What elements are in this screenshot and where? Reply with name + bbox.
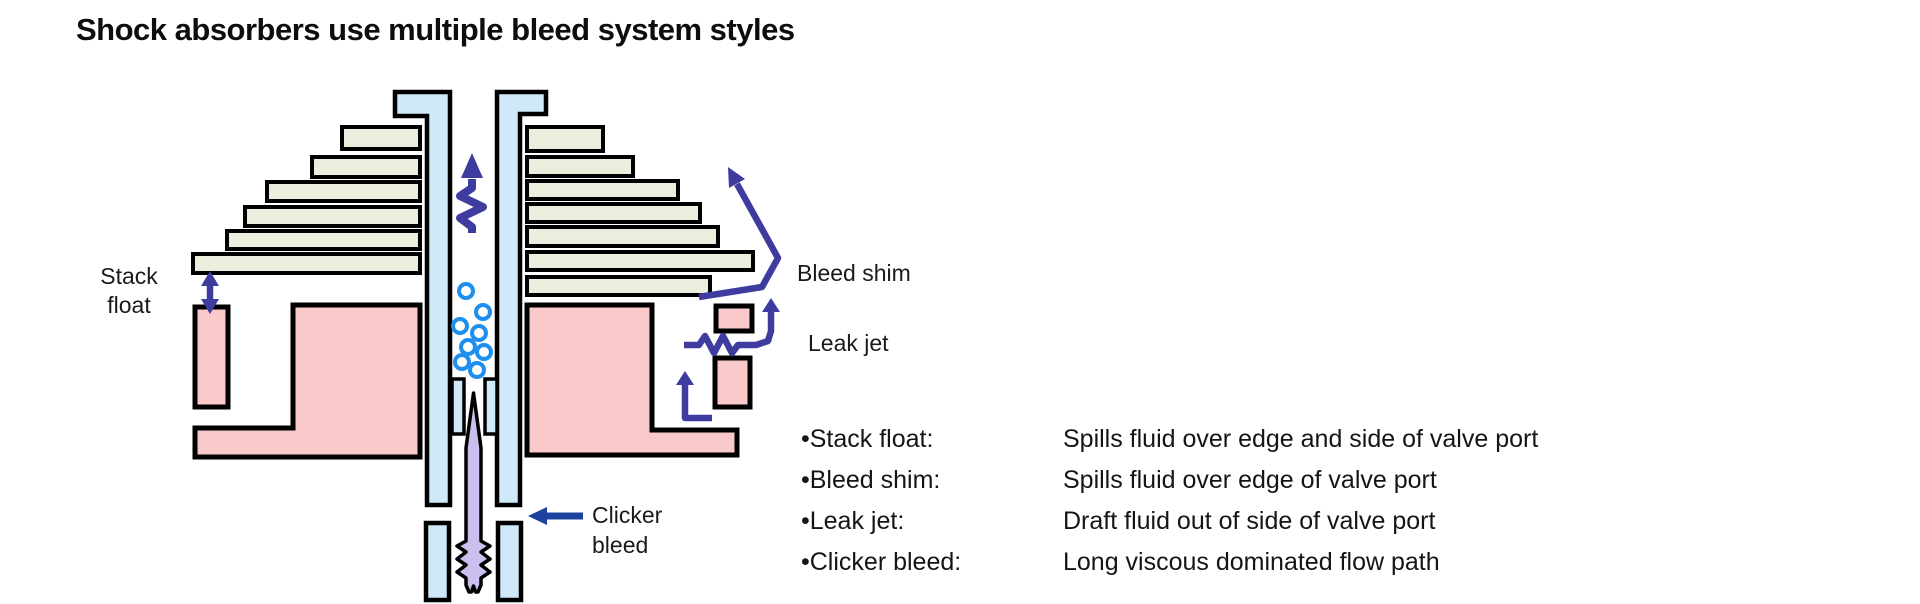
legend-term: •Leak jet: (801, 507, 905, 535)
squiggle-line (456, 179, 487, 233)
valve-body-right (524, 302, 740, 458)
right-tube-upper (494, 89, 549, 508)
shim (340, 125, 422, 151)
shim (525, 125, 605, 153)
bubble (470, 324, 488, 342)
arrowhead-up-icon (201, 271, 219, 286)
shim (191, 252, 422, 275)
shim (225, 229, 422, 251)
clicker-bleed-label-line2: bleed (592, 532, 648, 558)
shim (525, 202, 702, 224)
bubble (453, 353, 471, 371)
stack-float-label-line1: Stack (100, 263, 158, 289)
shim (243, 205, 422, 228)
leak-jet-zigzag-line (684, 309, 775, 357)
legend-description: Draft fluid out of side of valve port (1063, 507, 1436, 535)
legend-term: •Clicker bleed: (801, 548, 962, 576)
leak-jet-label: Leak jet (808, 330, 889, 356)
shim (525, 179, 680, 201)
needle-seat-right (483, 377, 499, 436)
bubble (457, 282, 475, 300)
legend-description: Spills fluid over edge and side of valve… (1063, 425, 1539, 453)
legend-description: Spills fluid over edge of valve port (1063, 466, 1437, 494)
left-shim-stack (191, 125, 422, 275)
stack-float-label-line2: float (107, 292, 151, 318)
elbow-line (681, 380, 712, 422)
legend-row: •Leak jet: Draft fluid out of side of va… (801, 501, 1538, 542)
legend-row: •Clicker bleed: Long viscous dominated f… (801, 542, 1538, 583)
arrowhead-up-icon (461, 153, 483, 178)
arrowhead-left-icon (528, 507, 547, 525)
shim (525, 275, 712, 297)
shim (310, 155, 422, 179)
legend-row: •Bleed shim: Spills fluid over edge of v… (801, 460, 1538, 501)
left-tube-upper (392, 89, 453, 508)
leak-jet-block-upper (713, 303, 755, 334)
bleed-shim-arrow-line (698, 182, 782, 301)
page-title: Shock absorbers use multiple bleed syste… (76, 12, 795, 47)
valve-body-left (192, 302, 423, 460)
legend-row: •Stack float: Spills fluid over edge and… (801, 419, 1538, 460)
bubble (468, 361, 486, 379)
shim (525, 250, 755, 272)
float-spacer-block (192, 304, 231, 410)
center-tube-walls (392, 89, 549, 603)
bleed-shim-arrow (698, 167, 782, 301)
clicker-bleed-label-line1: Clicker (592, 502, 663, 528)
center-flow-arrow (456, 153, 487, 233)
fluid-bubbles (451, 282, 493, 379)
needle-seat-left (450, 377, 466, 436)
bleed-style-legend: •Stack float: Spills fluid over edge and… (801, 419, 1538, 583)
arrowhead-upleft-icon (728, 167, 745, 188)
stack-float-arrow (201, 271, 219, 314)
shim (525, 225, 720, 248)
leak-jet-elbow-arrow (676, 371, 712, 422)
arrowhead-down-icon (201, 299, 219, 314)
right-shim-stack (525, 125, 755, 297)
leak-jet-block-lower (712, 355, 753, 410)
arrowhead-up-icon (762, 298, 780, 312)
left-tube-lower (423, 520, 452, 603)
clicker-bleed-arrow (528, 507, 583, 525)
bubble (459, 338, 477, 356)
arrowhead-up-icon (676, 371, 694, 385)
legend-term: •Bleed shim: (801, 466, 941, 494)
shim (265, 180, 422, 203)
bubble (475, 343, 493, 361)
bleed-shim-label: Bleed shim (797, 260, 911, 286)
shim (525, 155, 635, 178)
clicker-needle (455, 391, 492, 594)
right-tube-lower (495, 520, 524, 603)
bubble (474, 303, 492, 321)
leak-jet-arrow (684, 298, 780, 357)
bubble (451, 317, 469, 335)
legend-term: •Stack float: (801, 425, 934, 453)
legend-description: Long viscous dominated flow path (1063, 548, 1440, 576)
